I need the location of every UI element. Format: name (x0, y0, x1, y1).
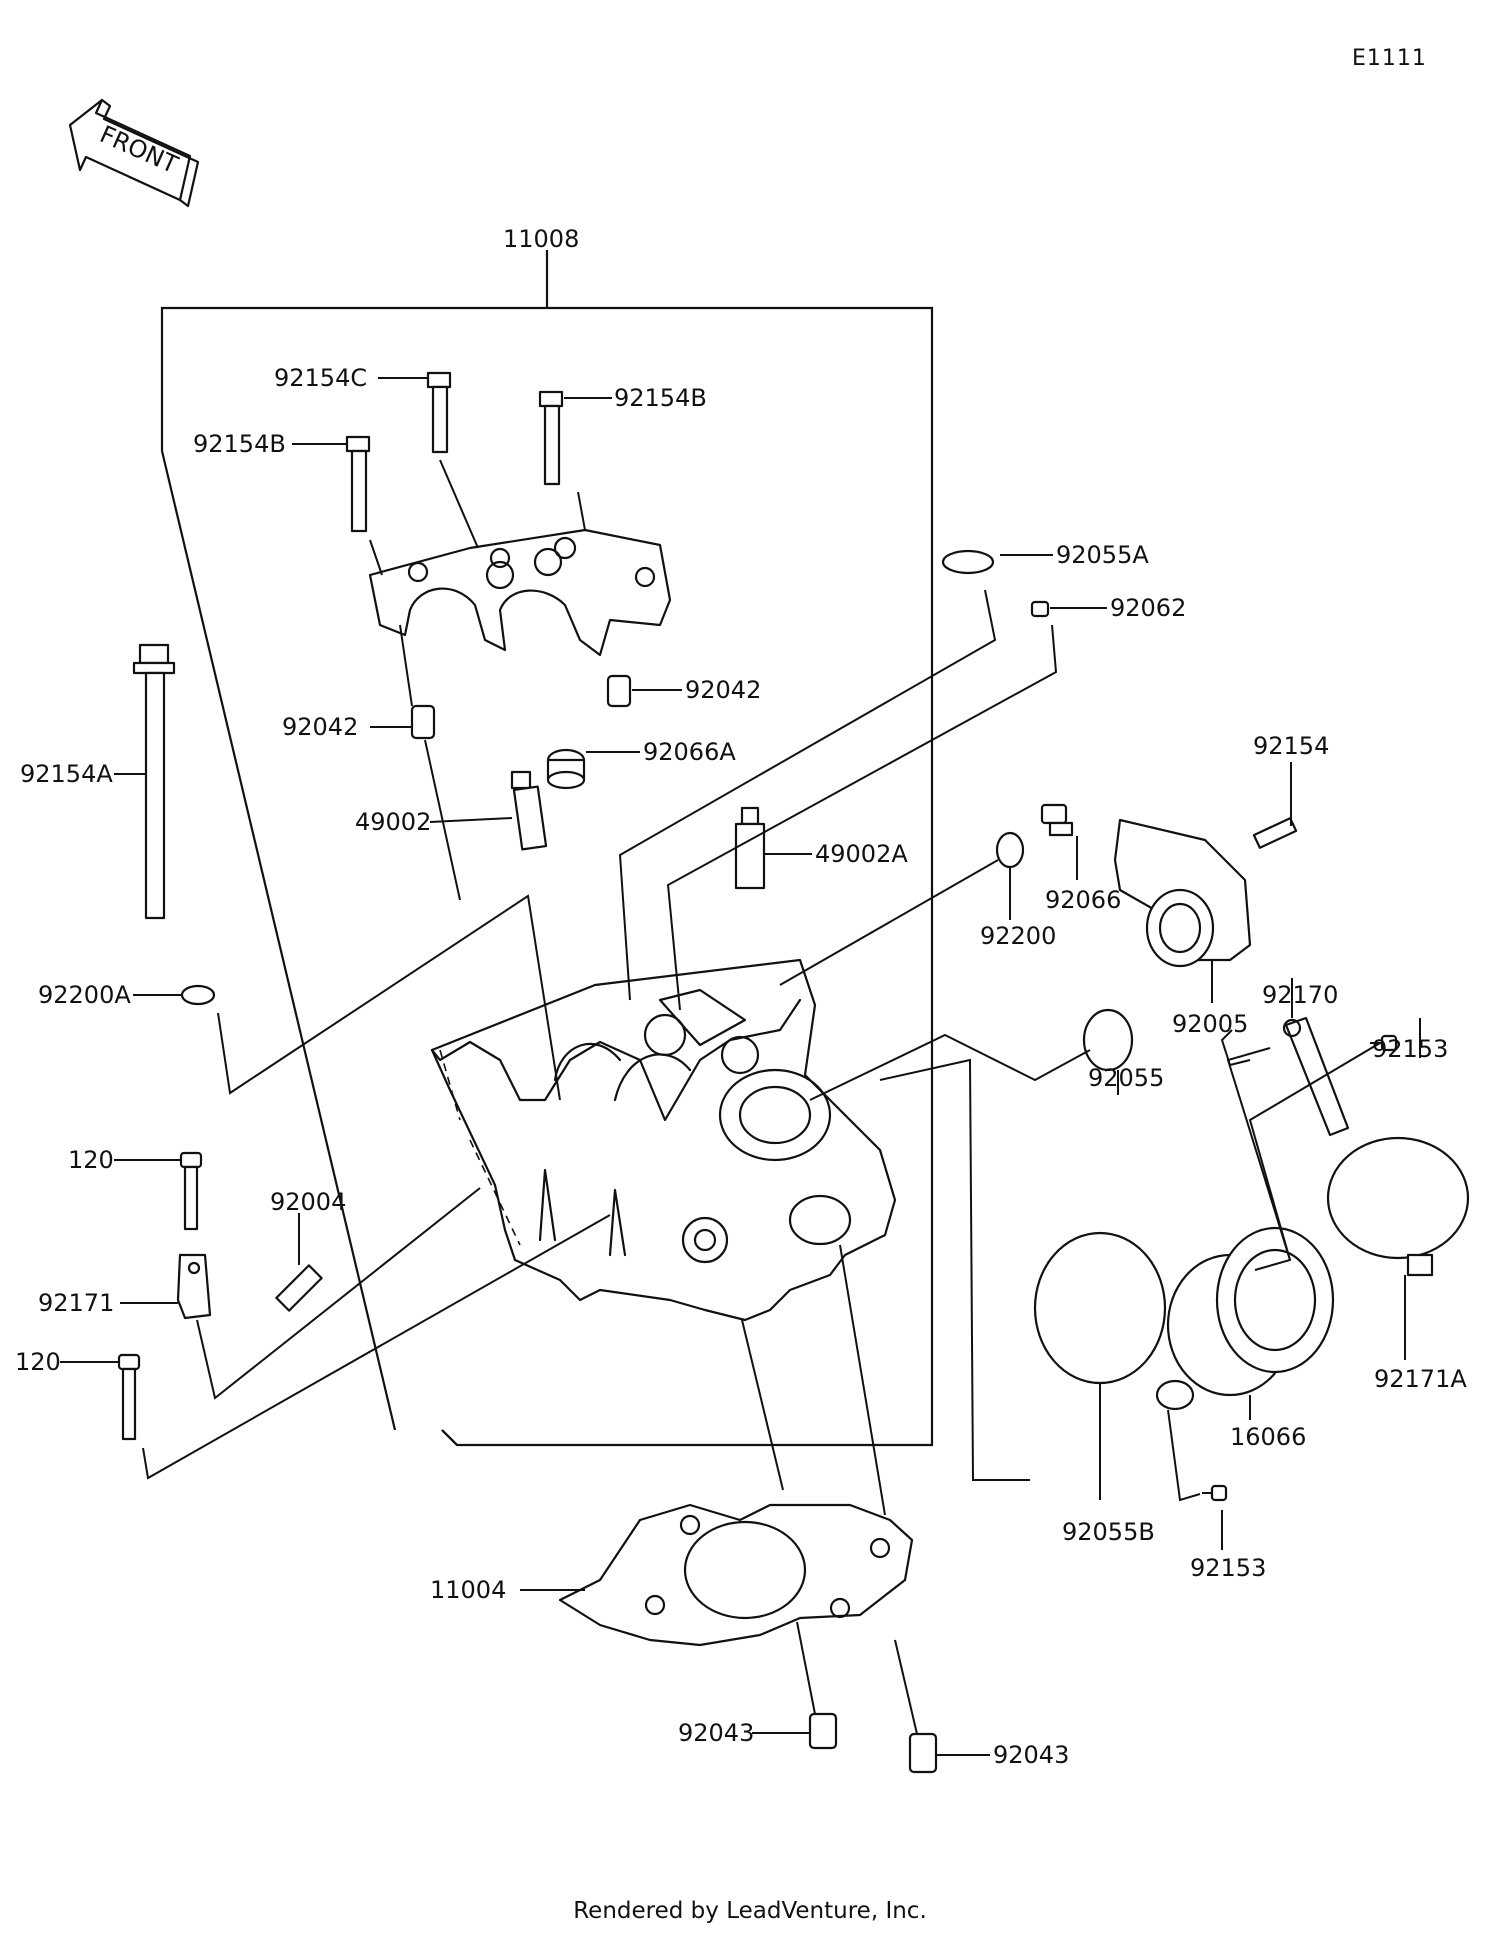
washer-92200-icon (995, 831, 1025, 869)
label-92154A: 92154A (20, 760, 113, 788)
label-92043-right: 92043 (993, 1741, 1069, 1769)
label-92200: 92200 (980, 922, 1056, 950)
label-92171: 92171 (38, 1289, 114, 1317)
label-92055B: 92055B (1062, 1518, 1155, 1546)
dowel-92042-right-icon (606, 674, 632, 708)
label-11004: 11004 (430, 1576, 506, 1604)
washer-92200A-icon (180, 984, 216, 1006)
label-49002: 49002 (355, 808, 431, 836)
o-ring-92055A-icon (941, 549, 995, 575)
bolt-92154A-icon (132, 643, 176, 920)
joint-16066-icon (1155, 1226, 1335, 1411)
bolt-92154C-icon (426, 371, 479, 549)
gasket-11004-icon (558, 1503, 914, 1647)
dowel-92043-right-icon (908, 1732, 938, 1774)
part-labels: 11008 92154C 92154B 92154B 92055A 92062 … (15, 225, 1467, 1769)
label-92154B-left: 92154B (193, 430, 286, 458)
label-92154: 92154 (1253, 732, 1329, 760)
label-120-upper: 120 (68, 1146, 114, 1174)
oil-seal-92066A-icon (546, 748, 586, 790)
dowel-92043-left-icon (808, 1712, 838, 1750)
stud-92004-icon (275, 1264, 323, 1312)
label-92055A: 92055A (1056, 541, 1149, 569)
valve-guide-49002-icon (510, 770, 548, 851)
label-16066: 16066 (1230, 1423, 1306, 1451)
dowel-92042-left-icon (399, 624, 461, 901)
label-92171A: 92171A (1374, 1365, 1467, 1393)
clamp-92171A-icon (1326, 1136, 1470, 1277)
label-92043-left: 92043 (678, 1719, 754, 1747)
fitting-92005-icon (1113, 817, 1298, 968)
label-49002A: 49002A (815, 840, 908, 868)
label-92055: 92055 (1088, 1064, 1164, 1092)
label-92066: 92066 (1045, 886, 1121, 914)
cylinder-head (430, 958, 897, 1322)
label-92004: 92004 (270, 1188, 346, 1216)
label-92066A: 92066A (643, 738, 736, 766)
plug-92066-icon (1040, 803, 1074, 837)
label-92153-upper: 92153 (1372, 1035, 1448, 1063)
footer-credit: Rendered by LeadVenture, Inc. (573, 1898, 927, 1924)
label-92005: 92005 (1172, 1010, 1248, 1038)
strap-92170-icon (1282, 1016, 1350, 1137)
camshaft-holder (368, 528, 672, 657)
label-92042-left: 92042 (282, 713, 358, 741)
plug-92062-icon (1030, 600, 1050, 618)
bracket-92171-icon (176, 1253, 212, 1320)
bolt-92154B-left-icon (345, 435, 383, 576)
label-92170: 92170 (1262, 981, 1338, 1009)
bolt-92154B-top-icon (538, 390, 586, 531)
label-92042-right: 92042 (685, 676, 761, 704)
bolt-120-lower-icon (117, 1353, 141, 1441)
label-11008: 11008 (503, 225, 579, 253)
o-ring-92055-icon (1082, 1008, 1134, 1072)
label-92154C: 92154C (274, 364, 367, 392)
label-92154B-top: 92154B (614, 384, 707, 412)
bolt-120-upper-icon (179, 1151, 203, 1231)
o-ring-92055B-icon (1033, 1231, 1167, 1385)
label-92153-lower: 92153 (1190, 1554, 1266, 1582)
diagram-code: E1111 (1352, 46, 1427, 71)
screw-92153-lower-icon (1202, 1484, 1228, 1502)
valve-guide-49002A-icon (734, 806, 766, 890)
label-92200A: 92200A (38, 981, 131, 1009)
label-120-lower: 120 (15, 1348, 61, 1376)
front-arrow-icon: FRONT (68, 98, 200, 208)
leader-lines (60, 377, 1421, 1756)
label-92062: 92062 (1110, 594, 1186, 622)
cylinder-head-assembly-frame (160, 250, 934, 1447)
